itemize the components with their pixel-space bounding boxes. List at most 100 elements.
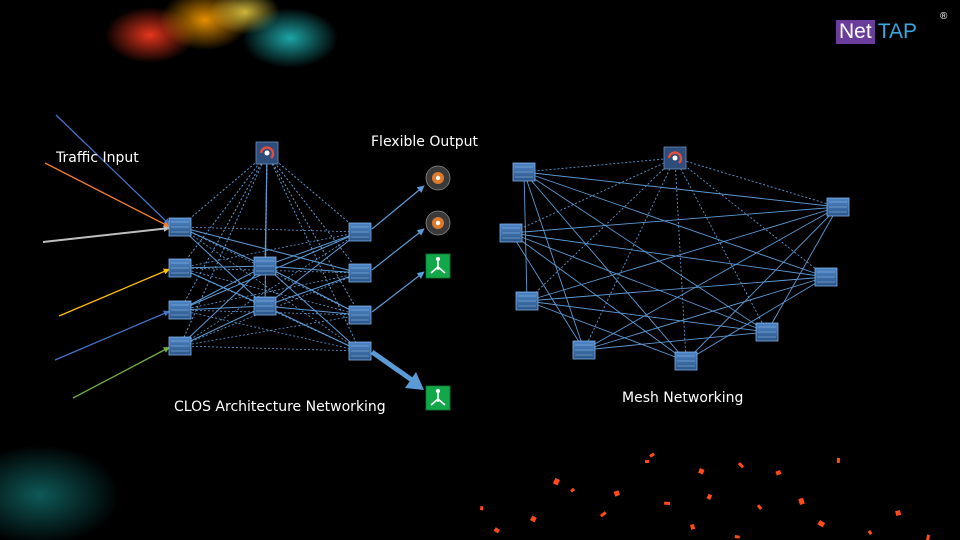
ember [613,490,620,497]
ember [734,534,740,539]
link-line [766,206,839,333]
link-line [526,276,827,302]
link-line [583,206,839,351]
link-line [179,231,361,269]
ember [817,520,826,528]
link-line [179,345,361,352]
network-switch-icon [512,162,536,182]
link-line [179,305,266,311]
traffic-input-arrow [42,227,171,243]
input-arrow-head [163,310,170,317]
ember [600,511,607,518]
link-line [179,152,268,269]
traffic-input-arrow [55,114,171,226]
network-switch-icon [755,322,779,342]
input-arrow-head [163,225,170,232]
link-line [179,265,266,269]
link-line [179,267,266,307]
logo-net-text: Net [836,20,875,44]
network-switch-icon [168,336,192,356]
link-line [264,305,361,316]
ember [649,452,655,458]
link-line [179,267,361,352]
network-switch-icon [674,351,698,371]
link-line [510,232,827,278]
link-line [264,265,361,316]
flexible-output-label: Flexible Output [371,134,478,150]
link-line [674,157,687,362]
traffic-input-arrow [58,268,171,317]
ember [698,468,705,475]
link-line [674,157,768,333]
ember [552,477,561,486]
link-line [179,309,361,352]
network-switch-icon [348,341,372,361]
network-switch-icon [826,197,850,217]
network-switch-icon [348,263,372,283]
ember [798,497,805,505]
link-line [179,231,361,347]
link-line [264,152,268,307]
refresh-controller-icon [255,141,279,165]
link-line [523,171,585,351]
network-switch-icon [168,217,192,237]
clos-architecture-label: CLOS Architecture Networking [174,399,386,415]
ember [836,457,841,463]
network-switch-icon [168,258,192,278]
link-line [526,206,839,302]
ember [895,510,902,516]
link-line [583,331,768,351]
ember [926,534,930,540]
paint-splash-decoration [0,0,338,540]
link-line [266,152,361,274]
ember [867,530,873,535]
link-line [523,171,839,208]
link-line [179,152,268,228]
link-line [179,265,266,347]
network-switch-icon [499,223,523,243]
link-line [523,171,528,302]
ember [775,470,782,476]
link-line [179,305,266,347]
traffic-input-arrow [54,310,171,361]
mesh-networking-label: Mesh Networking [622,390,744,406]
ember [645,460,649,463]
network-hub-icon [425,253,451,279]
link-line [674,157,839,208]
input-arrow-head [163,268,170,275]
link-line [674,157,827,278]
ember [493,527,500,534]
link-line [264,265,361,274]
registered-mark: ® [940,11,948,22]
link-line [526,157,676,302]
ember [756,504,763,510]
network-switch-icon [572,340,596,360]
link-line [523,171,687,362]
link-line [510,232,687,362]
link-line [523,171,827,278]
ember [664,501,671,505]
flow-arrow [371,185,425,230]
traffic-input-label: Traffic Input [56,150,139,166]
logo-tap-text: TAP [877,20,917,43]
network-hub-icon [425,385,451,411]
link-line [526,300,687,362]
link-line [264,231,361,267]
link-line [266,152,361,233]
traffic-input-arrow [72,346,171,399]
ember [689,523,696,530]
link-line [179,267,361,316]
network-switch-icon [168,300,192,320]
link-line [526,300,768,333]
ember [480,506,484,511]
network-switch-icon [253,296,277,316]
link-line [179,226,361,274]
link-line [523,157,676,173]
link-line [179,152,268,347]
nettap-logo: Net TAP ® [836,11,947,44]
monitoring-probe-icon [425,210,451,236]
traffic-input-arrow [44,162,171,228]
thick-output-arrow [370,349,414,383]
